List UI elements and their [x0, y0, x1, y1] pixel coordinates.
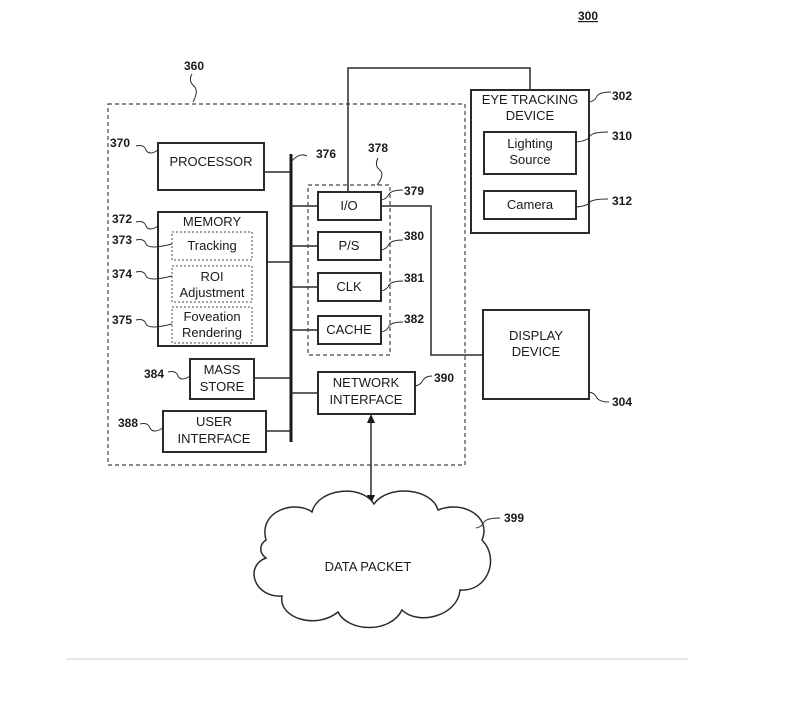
system-ref-leader — [189, 73, 197, 103]
display-device-line2: DEVICE — [512, 344, 561, 359]
clk-ref-label: 381 — [404, 271, 424, 285]
io-ref-leader — [380, 189, 404, 201]
camera-ref-label: 312 — [612, 194, 632, 208]
io-box — [317, 191, 382, 221]
bus-ref-leader — [290, 154, 308, 163]
mass-store-line1: MASS — [204, 362, 241, 377]
network-interface-ref-label: 390 — [434, 371, 454, 385]
lighting-source-line1: Lighting — [507, 136, 553, 151]
io-ref-label: 379 — [404, 184, 424, 198]
camera-box — [483, 190, 577, 220]
camera-ref-leader — [575, 198, 609, 208]
processor-ref-leader — [135, 145, 159, 154]
mass-store-box — [189, 358, 255, 400]
foveation-ref-label: 375 — [112, 313, 132, 327]
io-label: I/O — [340, 198, 357, 213]
data-packet-label: DATA PACKET — [325, 559, 412, 574]
lighting-source-ref-label: 310 — [612, 129, 632, 143]
camera-label: Camera — [507, 197, 554, 212]
user-interface-line2: INTERFACE — [178, 431, 251, 446]
processor-ref-label: 370 — [110, 136, 130, 150]
cache-ref-label: 382 — [404, 312, 424, 326]
user-interface-ref-leader — [139, 423, 164, 432]
cache-box — [317, 315, 382, 345]
processor-box — [157, 142, 265, 191]
eye-tracking-ref-leader — [588, 91, 612, 103]
tracking-ref-label: 373 — [112, 233, 132, 247]
cache-label: CACHE — [326, 322, 372, 337]
data-packet-ref-leader — [475, 517, 501, 529]
figure-number: 300 — [578, 9, 598, 23]
memory-ref-label: 372 — [112, 212, 132, 226]
arrow-up-icon — [367, 414, 375, 423]
foveation-label-line1: Foveation — [183, 309, 240, 324]
processor-label: PROCESSOR — [169, 154, 252, 169]
eye-tracking-line1: EYE TRACKING — [482, 92, 579, 107]
roi-module — [171, 265, 253, 303]
network-interface-ref-leader — [414, 375, 433, 387]
eye-tracking-line2: DEVICE — [506, 108, 555, 123]
mass-store-ref-leader — [167, 371, 191, 380]
display-device-line1: DISPLAY — [509, 328, 563, 343]
lighting-source-ref-leader — [575, 131, 609, 143]
mass-store-line2: STORE — [200, 379, 245, 394]
display-device-box — [482, 309, 590, 400]
system-ref-label: 360 — [184, 59, 204, 73]
user-interface-ref-label: 388 — [118, 416, 138, 430]
bus-ref-label: 376 — [316, 147, 336, 161]
system-boundary — [107, 103, 466, 466]
support-group-ref-label: 378 — [368, 141, 388, 155]
display-device-ref-label: 304 — [612, 395, 632, 409]
clk-label: CLK — [336, 279, 362, 294]
ps-label: P/S — [339, 238, 360, 253]
io-display-link — [381, 205, 483, 356]
io-eye-tracker-link — [347, 67, 531, 192]
user-interface-line1: USER — [196, 414, 232, 429]
data-packet-cloud — [253, 490, 492, 629]
roi-ref-leader — [135, 271, 173, 280]
display-device-ref-leader — [588, 391, 610, 403]
network-interface-line2: INTERFACE — [330, 392, 403, 407]
tracking-label: Tracking — [187, 238, 236, 253]
eye-tracking-ref-label: 302 — [612, 89, 632, 103]
ps-ref-label: 380 — [404, 229, 424, 243]
foveation-ref-leader — [135, 319, 173, 328]
ps-box — [317, 231, 382, 261]
clk-ref-leader — [380, 280, 404, 292]
tracking-module — [171, 231, 253, 261]
lighting-source-line2: Source — [509, 152, 550, 167]
support-group-ref-leader — [375, 157, 383, 186]
data-packet-ref-label: 399 — [504, 511, 524, 525]
network-interface-box — [317, 371, 416, 415]
network-interface-line1: NETWORK — [333, 375, 400, 390]
mass-store-ref-label: 384 — [144, 367, 164, 381]
roi-label-line2: Adjustment — [179, 285, 244, 300]
ps-ref-leader — [380, 239, 404, 251]
foveation-module — [171, 306, 253, 344]
roi-label-line1: ROI — [200, 269, 223, 284]
memory-title: MEMORY — [183, 214, 242, 229]
foveation-label-line2: Rendering — [182, 325, 242, 340]
roi-ref-label: 374 — [112, 267, 132, 281]
memory-ref-leader — [135, 221, 159, 230]
tracking-ref-leader — [135, 239, 173, 248]
cache-ref-leader — [380, 321, 404, 333]
user-interface-box — [162, 410, 267, 453]
lighting-source-box — [483, 131, 577, 175]
clk-box — [317, 272, 382, 302]
